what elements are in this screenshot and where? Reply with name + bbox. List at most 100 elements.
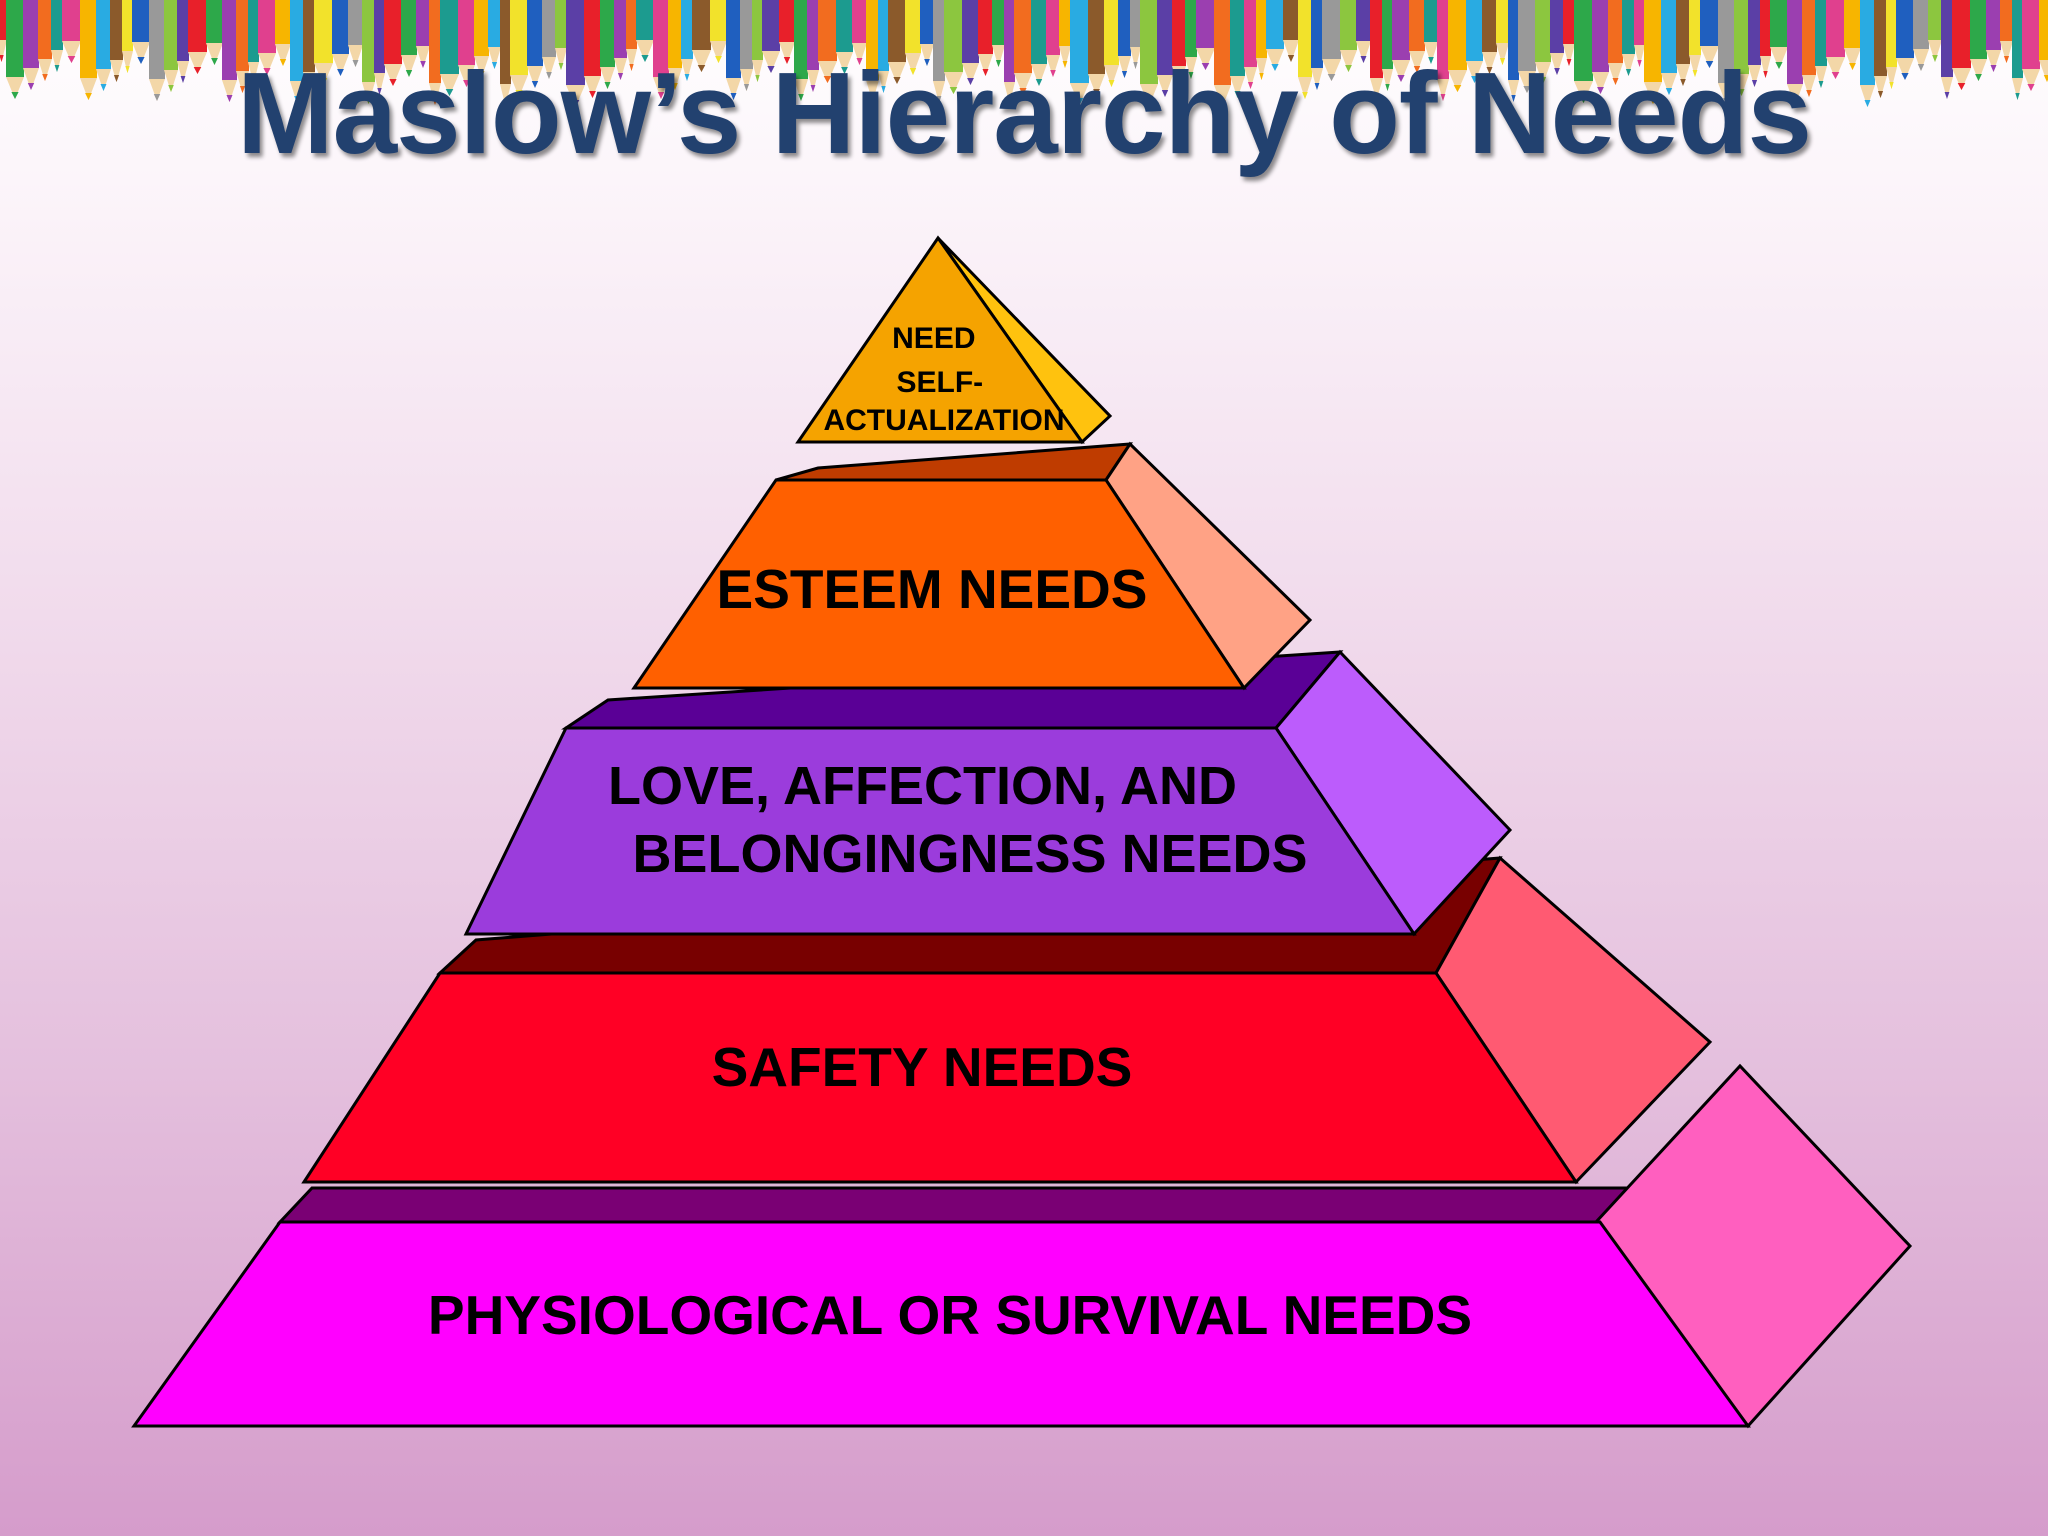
pencil-decoration (474, 0, 489, 78)
level-safety-label: SAFETY NEEDS (712, 1036, 1133, 1098)
pencil-decoration (500, 0, 511, 106)
pencil-decoration (944, 0, 963, 94)
pencil-decoration (51, 0, 63, 72)
pencil-decoration (668, 0, 682, 90)
pencil-decoration (1563, 0, 1575, 66)
pencil-decoration (681, 0, 693, 81)
pencil-decoration (23, 0, 39, 90)
pencil-decoration (1608, 0, 1623, 85)
pencil-decoration (2012, 0, 2023, 100)
pencil-decoration (1508, 0, 1519, 102)
pencil-decoration (1874, 0, 1887, 98)
pencil-decoration (332, 0, 349, 76)
pencil-decoration (762, 0, 780, 73)
level-physiological-top-face (276, 1186, 1741, 1224)
pencil-decoration (1941, 0, 1953, 99)
pencil-decoration (1230, 0, 1245, 98)
level-self-actualization-front-face (795, 235, 1085, 444)
pencil-decoration (488, 0, 501, 69)
pencil-decoration (1860, 0, 1875, 107)
pencil-decoration (1518, 0, 1536, 93)
pencil-decoration (852, 0, 867, 65)
pencil-decoration (0, 0, 7, 62)
pencil-decoration (740, 0, 753, 91)
pencil-decoration (416, 0, 430, 68)
level-love-label-line-2: BELONGINGNESS NEEDS (632, 824, 1307, 884)
level-love-front-face (463, 726, 1417, 936)
svg-text:NEED SELF- ACTUALI: NEED SELF- ACTUALIZATION (823, 322, 1064, 437)
pencil-decoration (836, 0, 853, 74)
level-physiological-label: PHYSIOLOGICAL OR SURVIVAL NEEDS (428, 1284, 1472, 1346)
pencil-decoration (303, 0, 315, 94)
pencil-decoration (1535, 0, 1551, 84)
pencil-decoration (1482, 0, 1497, 74)
pencil-decoration (978, 0, 993, 76)
pencil-decoration (807, 0, 819, 92)
pencil-decoration (584, 0, 601, 98)
pencil-decoration (818, 0, 837, 83)
svg-text:ESTEEM NEEDS: ESTEEM NEEDS (717, 558, 1148, 620)
pencil-decoration (384, 0, 402, 86)
pencil-decoration (1104, 0, 1119, 87)
pencil-decoration (1244, 0, 1257, 89)
pencil-decoration (779, 0, 795, 64)
pencil-decoration (222, 0, 237, 102)
pencil-decoration (888, 0, 906, 84)
pencil-decoration (905, 0, 921, 75)
pencil-decoration (1283, 0, 1299, 62)
pencil-decoration (566, 0, 585, 107)
pencil-decoration (1886, 0, 1897, 89)
pencil-decoration (2000, 0, 2013, 63)
pencil-decoration (206, 0, 223, 65)
pencil-decoration (962, 0, 979, 85)
pencil-decoration (6, 0, 24, 99)
level-physiological-front-face (131, 1220, 1751, 1428)
pencil-decoration (1437, 0, 1449, 101)
pencil-decoration (1550, 0, 1564, 75)
pencil-decoration (1718, 0, 1735, 105)
pencil-decoration (1661, 0, 1677, 95)
pencil-decoration (149, 0, 165, 101)
pencil-decoration (933, 0, 945, 103)
pyramid-level-love: LOVE, AFFECTION, AND BELONGINGNESS NEEDS (463, 649, 1513, 937)
pencil-decoration (1952, 0, 1971, 90)
pencil-decoration (1256, 0, 1267, 80)
pencil-decoration (2039, 0, 2048, 82)
pencil-decoration (164, 0, 178, 92)
pencil-decoration (1172, 0, 1186, 88)
pencil-decoration (1622, 0, 1635, 76)
pencil-decoration (1059, 0, 1071, 68)
pencil-decoration (1760, 0, 1771, 78)
pyramid-level-self-actualization: NEED SELF- ACTUALIZATION (795, 235, 1113, 445)
pencil-decoration (96, 0, 111, 91)
pencil-decoration (1574, 0, 1593, 103)
pencil-decoration (362, 0, 375, 104)
pencil-decoration (1070, 0, 1089, 105)
pencil-decoration (1913, 0, 1929, 71)
pencil-decoration (458, 0, 475, 87)
pencil-decoration (80, 0, 97, 100)
slide-title: Maslow’s Hierarchy of Needs (237, 48, 1812, 178)
pencil-decoration (1802, 0, 1816, 97)
pencil-decoration (132, 0, 150, 64)
pencil-decoration (614, 0, 627, 80)
pencil-decoration (1046, 0, 1060, 77)
pencil-decoration (555, 0, 567, 70)
pencil-decoration (752, 0, 763, 82)
pencil-decoration (1004, 0, 1015, 104)
pencil-decoration (794, 0, 808, 101)
pencil-decoration (866, 0, 879, 102)
pencil-decoration (878, 0, 889, 93)
pencil-decoration (1928, 0, 1942, 62)
pencil-decoration (1644, 0, 1662, 104)
svg-text:SAFETY NEEDS: SAFETY NEEDS (712, 1036, 1133, 1098)
pencil-decoration (1031, 0, 1047, 86)
svg-text:PHYSIOLOGICAL OR SURVIVAL NEED: PHYSIOLOGICAL OR SURVIVAL NEEDS (428, 1284, 1472, 1346)
pencil-decoration (122, 0, 133, 73)
pencil-decoration (1815, 0, 1827, 88)
level-esteem-label: ESTEEM NEEDS (717, 558, 1148, 620)
pencil-decoration (1130, 0, 1141, 69)
pencil-decoration (1700, 0, 1719, 68)
pyramid-level-physiological: PHYSIOLOGICAL OR SURVIVAL NEEDS (131, 1063, 1913, 1429)
pencil-decoration (275, 0, 291, 66)
